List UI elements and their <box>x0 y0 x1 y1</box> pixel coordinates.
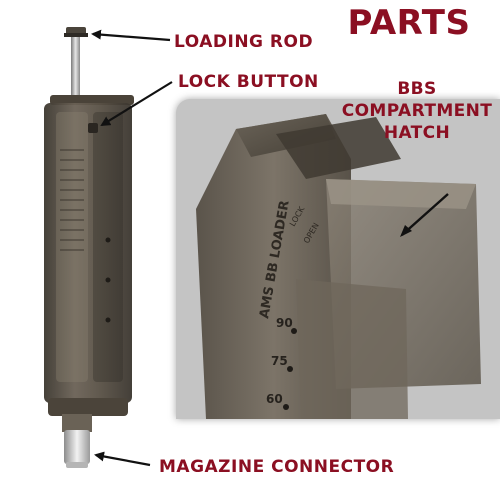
label-bbs-compartment-hatch: BBS COMPARTMENT HATCH <box>338 78 496 144</box>
arrow-icon <box>91 29 171 42</box>
label-bbs-line3: HATCH <box>383 123 451 143</box>
label-loading-rod: LOADING ROD <box>174 32 314 52</box>
label-bbs-line1: BBS <box>397 79 437 99</box>
loader-body <box>44 95 134 416</box>
arrow-icon <box>400 225 412 237</box>
arrow-icon <box>94 451 151 467</box>
page-title: PARTS <box>347 3 471 43</box>
arrow-icon <box>100 81 173 127</box>
scale-75: 75 <box>271 354 288 368</box>
arrow-icon <box>401 193 449 236</box>
scale-60: 60 <box>266 392 283 406</box>
label-bbs-line2: COMPARTMENT <box>341 101 493 121</box>
scale-90: 90 <box>276 316 293 330</box>
magazine-connector <box>62 414 92 468</box>
closeup-illustration: AMS BB LOADER 90 75 60 LOCK OPEN <box>176 99 500 419</box>
closeup-photo: AMS BB LOADER 90 75 60 LOCK OPEN <box>176 99 500 419</box>
loading-rod <box>64 27 88 97</box>
label-magazine-connector: MAGAZINE CONNECTOR <box>159 457 395 477</box>
label-lock-button: LOCK BUTTON <box>178 72 319 92</box>
